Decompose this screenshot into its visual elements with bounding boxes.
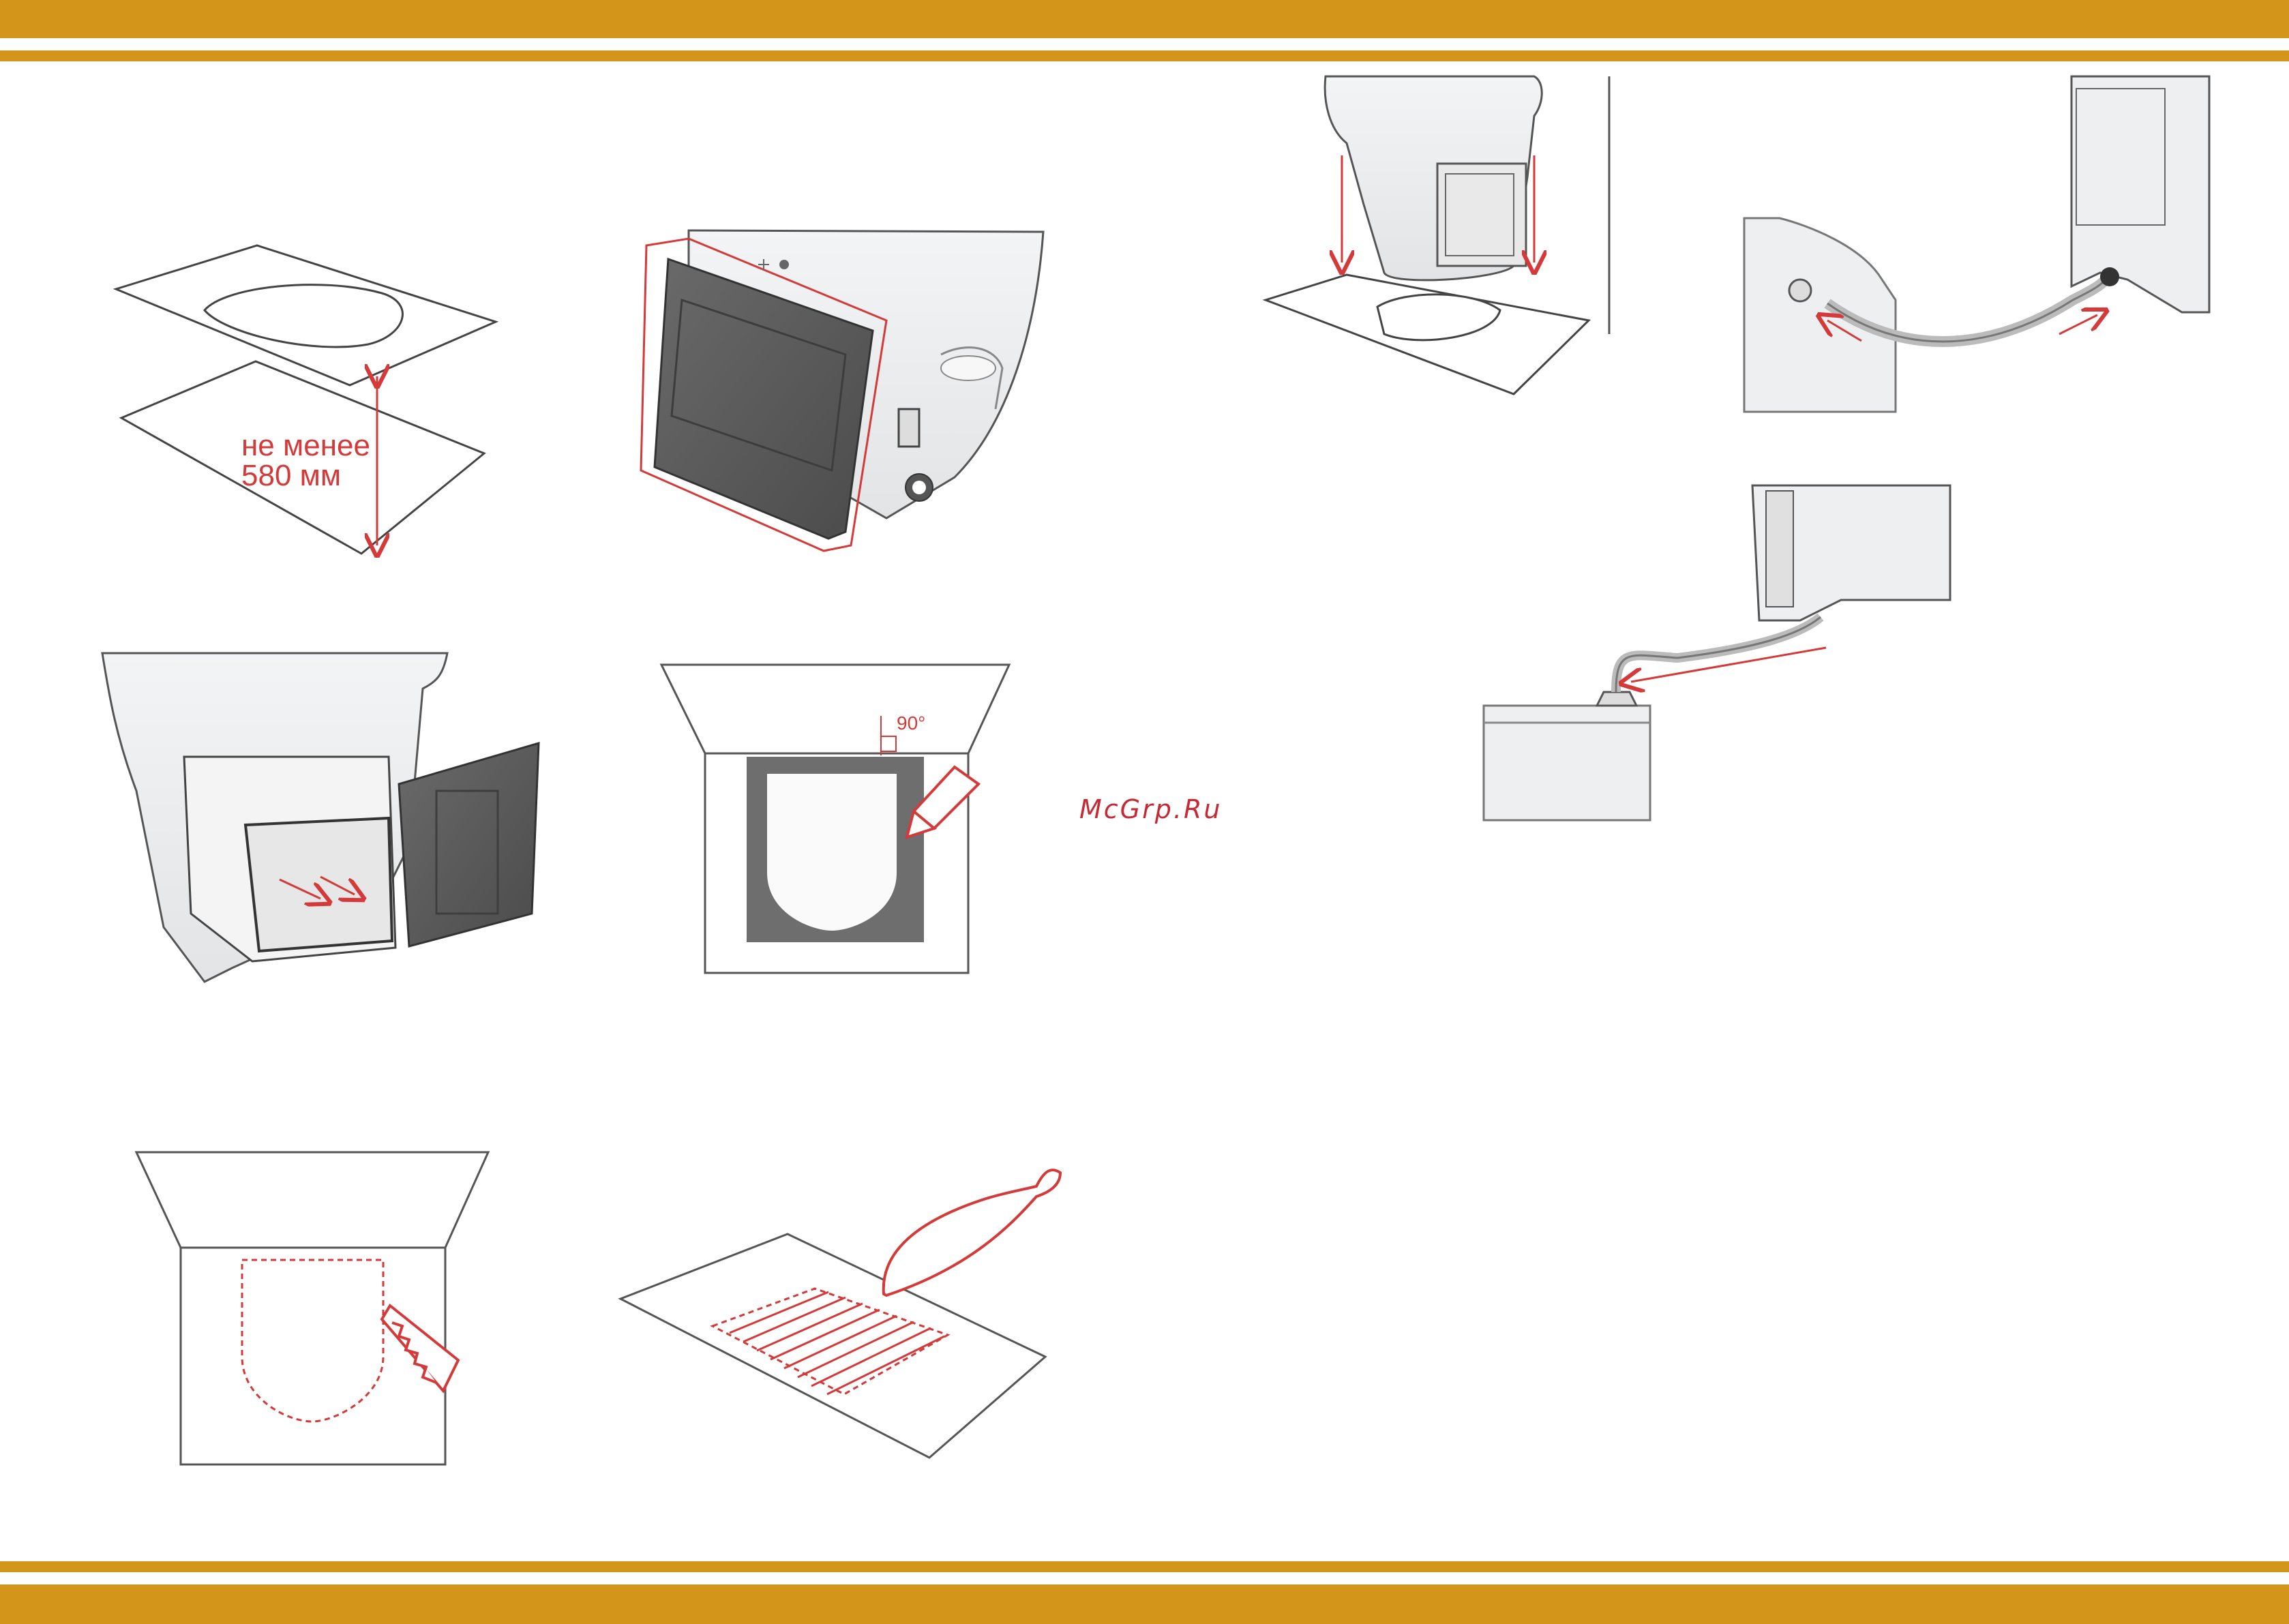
fig9-fill-litter xyxy=(620,1170,1060,1458)
fig6-template-trace xyxy=(661,665,1009,973)
watermark-text: McGrp.Ru xyxy=(1079,794,1222,824)
fig8-template-cut xyxy=(136,1152,488,1464)
clearance-label-line2: 580 мм xyxy=(241,459,341,492)
fig2-lid-removal xyxy=(641,230,1043,551)
fig1-clearance-diagram xyxy=(116,245,496,554)
angle-label: 90° xyxy=(897,712,925,734)
fig4-hose-attach xyxy=(1744,76,2209,412)
fig3-tank-top xyxy=(1266,76,1609,394)
clearance-label-line1: не менее xyxy=(241,429,370,462)
fig7-drain-to-canister xyxy=(1484,485,1950,820)
fig5-door-cutaway xyxy=(102,653,539,982)
